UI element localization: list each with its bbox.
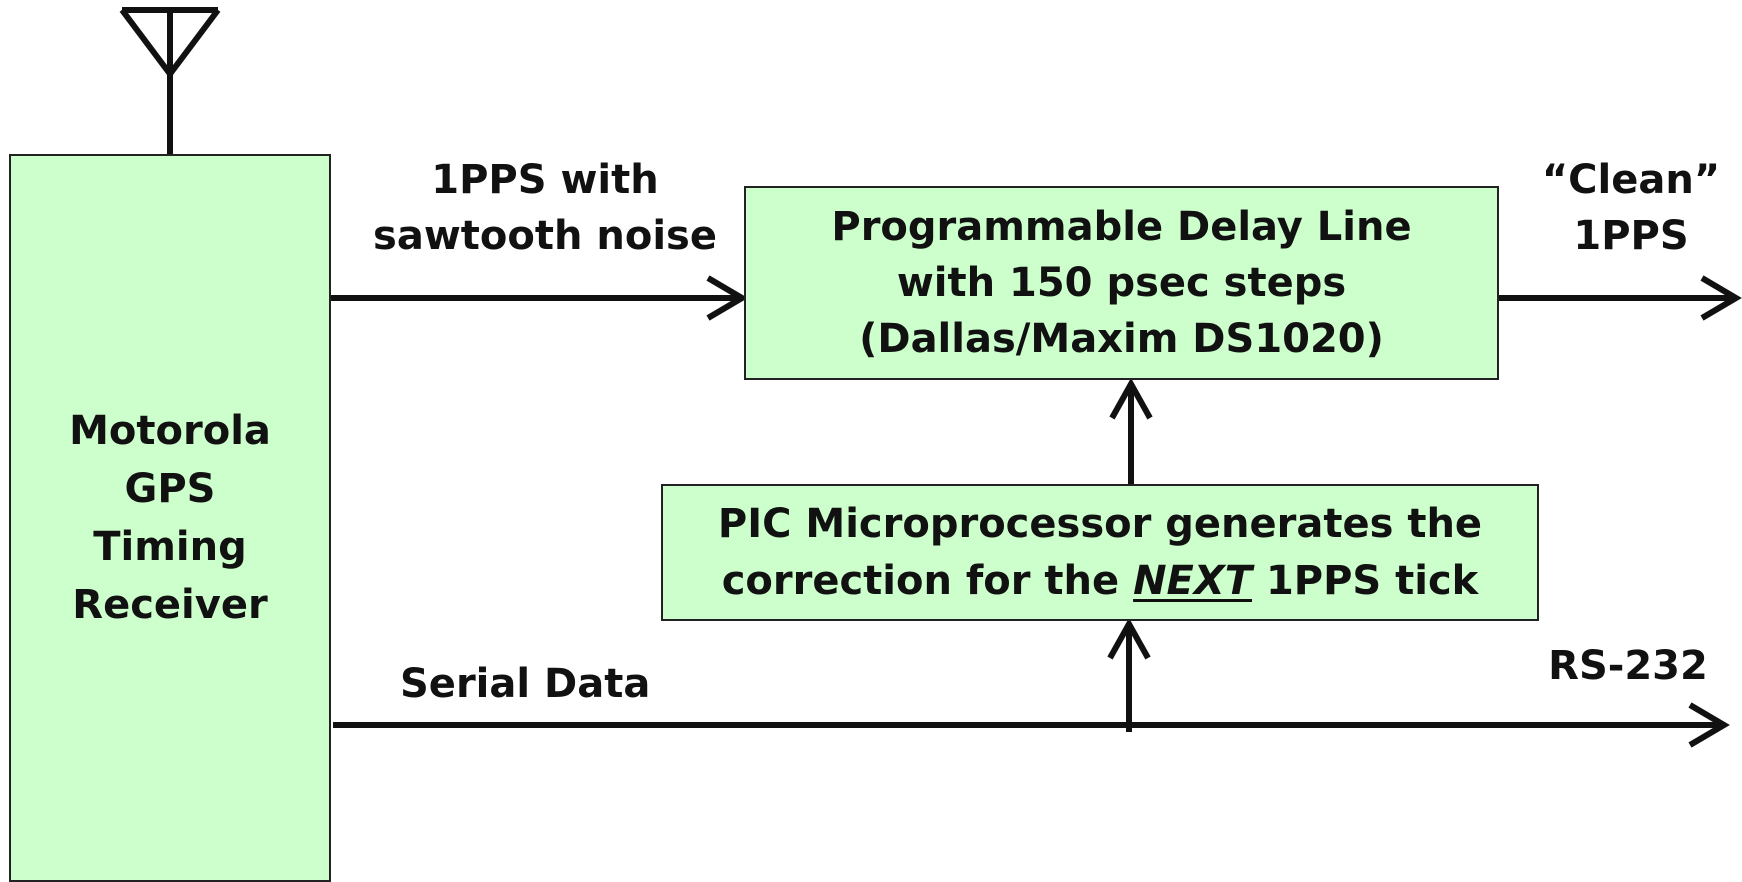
serial-tap-arrow [1107,617,1151,732]
output-label-line: “Clean” [1541,157,1721,203]
pps-input-label-line: 1PPS with [431,157,659,203]
pic-label-suffix: 1PPS tick [1252,557,1479,604]
pps-input-arrow [331,275,748,321]
receiver-label-line: Timing [93,524,247,570]
serial-data-label: Serial Data [400,661,651,707]
delay-line-label-line: Programmable Delay Line [831,204,1412,250]
pic-label-line: correction for the NEXT 1PPS tick [722,553,1479,610]
delay-line-label-line: (Dallas/Maxim DS1020) [859,316,1384,362]
pic-microprocessor-block: PIC Microprocessor generates the correct… [661,484,1539,621]
pic-label-line: PIC Microprocessor generates the [717,500,1483,547]
pps-input-label: 1PPS with sawtooth noise [360,152,730,264]
receiver-label-line: Motorola [69,408,271,454]
receiver-label-line: Receiver [72,582,268,628]
next-emphasis: NEXT [1133,557,1253,604]
delay-line-block: Programmable Delay Line with 150 psec st… [744,186,1499,380]
correction-arrow [1109,377,1153,484]
delay-line-label-line: with 150 psec steps [896,260,1347,306]
pps-input-label-line: sawtooth noise [373,213,717,259]
receiver-label-line: GPS [124,466,216,512]
clean-pps-output-label: “Clean” 1PPS [1520,152,1742,264]
pic-label-prefix: correction for the [721,557,1134,604]
antenna-icon [119,7,221,154]
rs232-output-label: RS-232 [1548,643,1708,689]
serial-data-arrow [333,702,1730,748]
pps-output-arrow [1499,275,1742,321]
gps-receiver-block: Motorola GPS Timing Receiver [9,154,331,882]
output-label-line: 1PPS [1573,213,1689,259]
